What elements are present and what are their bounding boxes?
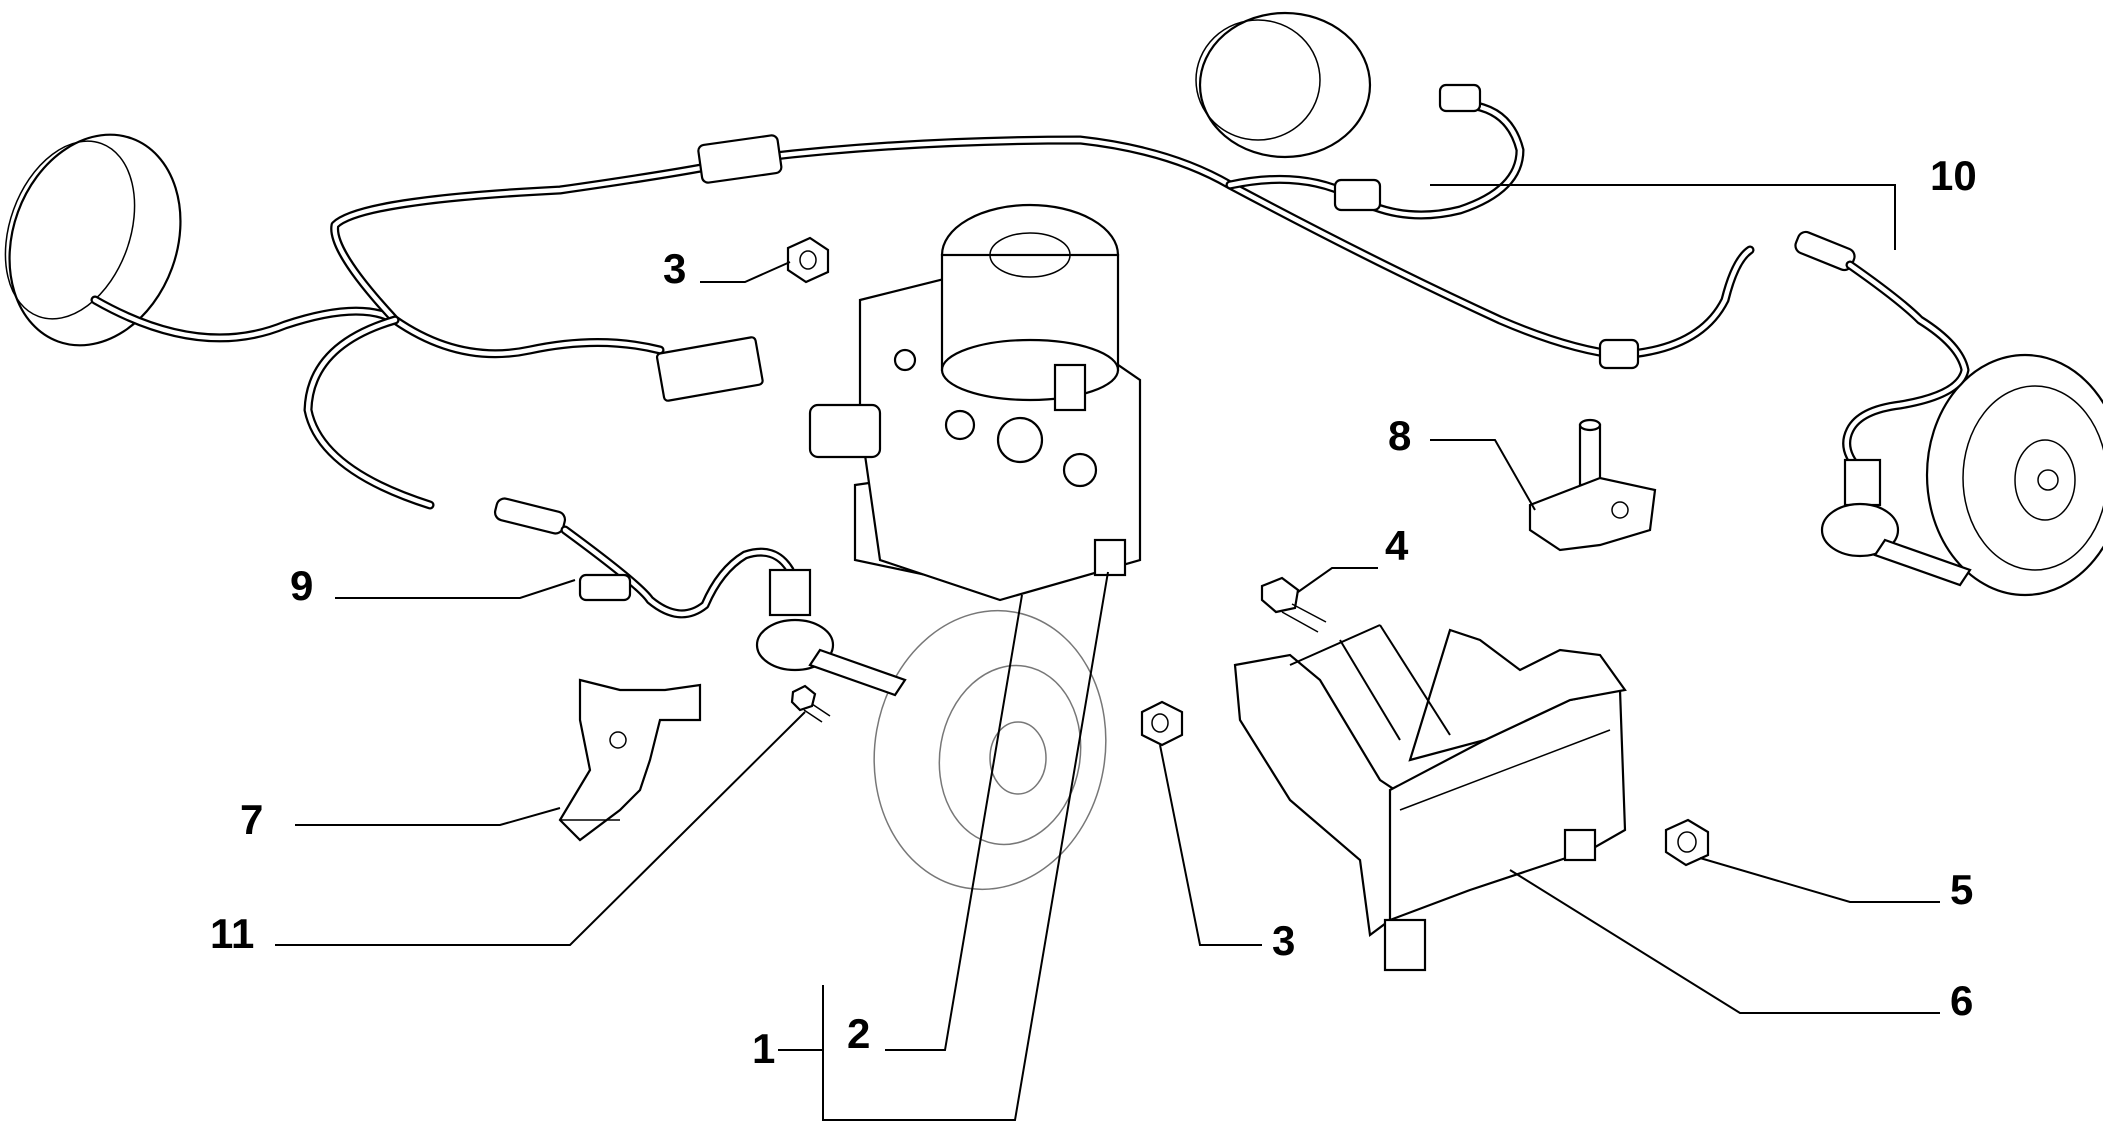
callout-9: 9: [290, 562, 313, 609]
wiring-harness: [90, 83, 1755, 510]
callout-1: 1: [752, 1025, 775, 1072]
callout-3-top: 3: [663, 245, 686, 292]
callout-labels: 1 2 3 3 4 5 6 7 8 9 10 11: [210, 152, 1977, 1072]
nut-part-5: [1664, 818, 1710, 867]
front-wheel-sensor-part-9: [493, 497, 907, 697]
leader-lines: [275, 184, 1940, 1121]
front-left-brake-disc: [4, 133, 182, 347]
callout-6: 6: [1950, 977, 1973, 1024]
callout-5: 5: [1950, 866, 1973, 913]
nut-part-3-top: [786, 236, 830, 284]
front-right-brake-disc: [1195, 11, 1372, 159]
nut-part-3-bottom: [1140, 700, 1184, 747]
callout-4: 4: [1385, 522, 1409, 569]
sensor-bracket-part-7: [558, 678, 702, 842]
callout-2: 2: [847, 1010, 870, 1057]
rear-left-brake-disc-ghost: [873, 609, 1107, 891]
screw-part-11: [790, 684, 831, 723]
callout-7: 7: [240, 796, 263, 843]
rear-wheel-sensor-part-10: [1794, 230, 1972, 587]
abs-hydraulic-unit: [808, 203, 1142, 602]
callout-3-bottom: 3: [1272, 917, 1295, 964]
bolt-part-4: [1260, 576, 1327, 633]
support-bracket-part-6: [1233, 628, 1627, 972]
rear-right-brake-drum: [1925, 353, 2103, 597]
clip-part-8: [1528, 418, 1657, 552]
callout-8: 8: [1388, 412, 1411, 459]
callout-11: 11: [210, 910, 254, 957]
callout-10: 10: [1930, 152, 1977, 199]
